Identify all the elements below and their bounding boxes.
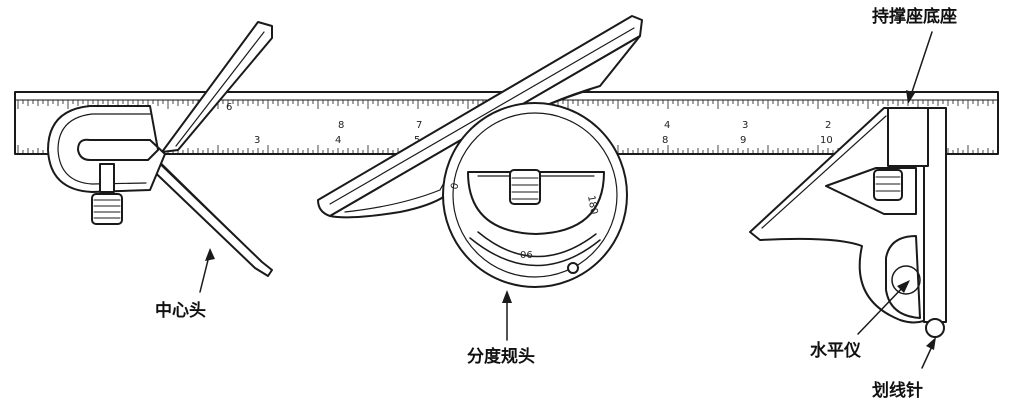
scriber-tip [925, 318, 945, 338]
rule-lower-number: 4 [335, 135, 341, 146]
callouts: 中心头 分度规头 持撑座底座 水平仪 划线针 [155, 6, 957, 401]
rule-lower-number: 10 [820, 135, 833, 146]
square-head [749, 107, 947, 338]
rule-upper-number: 4 [664, 120, 670, 131]
rule-upper-number: 7 [416, 120, 422, 131]
label-square-head: 持撑座底座 [872, 6, 957, 27]
arrowhead [906, 90, 915, 104]
spirit-level-vial [885, 235, 921, 319]
rule-upper-number: 6 [226, 102, 232, 113]
arrowhead [926, 337, 936, 350]
arrowhead [897, 280, 910, 293]
label-center-head: 中心头 [155, 300, 206, 321]
center-head-screw-stem [99, 163, 115, 193]
rule-upper-number: 2 [825, 120, 831, 131]
center-head-body [47, 105, 166, 193]
center-head-knurled-nut [91, 193, 123, 225]
square-head-top-block [887, 107, 929, 167]
protractor-head: 0 180 06 [317, 15, 643, 288]
leader-spirit-level [857, 283, 907, 335]
rule-lower-number: 5 [414, 135, 420, 146]
center-head-upper-arm [161, 21, 273, 153]
rule-upper-number: 3 [742, 120, 748, 131]
label-protractor-head: 分度规头 [467, 346, 535, 367]
protractor-scale-bottom: 06 [520, 250, 533, 261]
protractor-blade [317, 15, 643, 217]
arrowhead [205, 248, 215, 261]
rule-lower-number: 9 [740, 135, 746, 146]
rule-top-ticks [17, 100, 994, 109]
label-spirit-level: 水平仪 [810, 340, 862, 361]
center-head [47, 21, 273, 277]
arrowhead [502, 290, 512, 303]
protractor-scale-left: 0 [449, 182, 461, 191]
leader-square-head [909, 31, 933, 99]
label-scriber: 划线针 [872, 380, 923, 401]
square-head-knurled-nut [873, 169, 903, 201]
rule-upper-number: 8 [338, 120, 344, 131]
protractor-pivot [567, 262, 579, 274]
rule-lower-number: 8 [662, 135, 668, 146]
protractor-scale-right: 180 [585, 195, 599, 216]
rule-lower-number: 3 [254, 135, 260, 146]
